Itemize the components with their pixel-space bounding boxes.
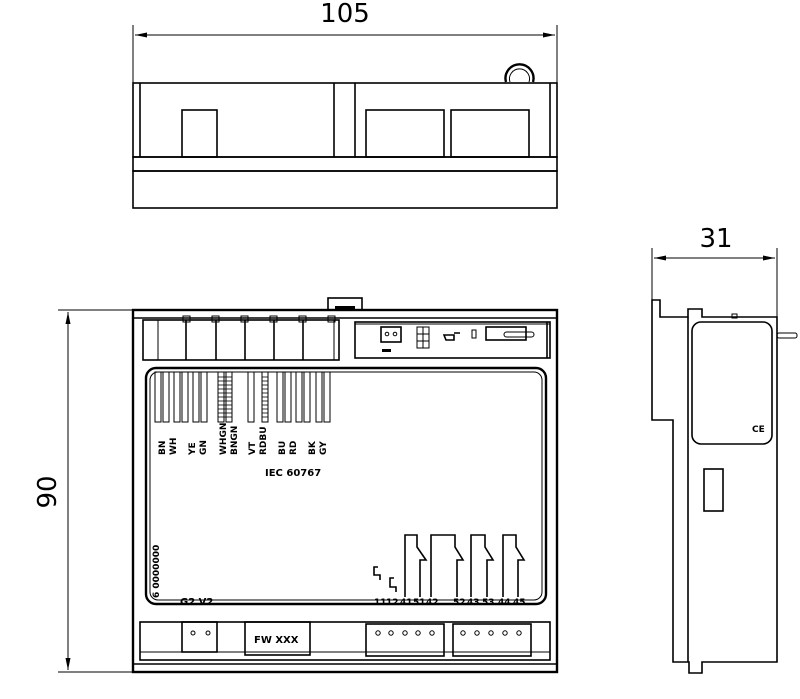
terminal-label: 51 [413,598,426,608]
depth-dimension: 31 [699,224,732,254]
side-view: 31 CE [651,224,798,674]
terminal-label: 41 [400,598,413,608]
wire-label: GN [199,440,209,455]
ce-mark: CE [752,425,765,435]
top-connector-area [354,321,551,359]
wire-label: GY [319,441,329,455]
wire-label: WH [169,438,179,455]
terminal-label: 11 [374,598,387,608]
terminal-label: 42 [426,598,439,608]
standard-label: IEC 60767 [265,468,321,479]
hw-version-label: G2 V2 [180,597,213,608]
wire-strips [154,371,331,423]
wire-label: BNGN [230,426,240,455]
wire-label: RD [289,441,299,455]
wire-label: BK [308,440,318,455]
height-dimension: 90 [33,475,63,508]
width-dimension: 105 [320,0,370,29]
wire-label: WHGN [219,423,229,455]
part-number-label: 6 0000000 [152,545,162,598]
top-terminal-block [142,315,340,361]
terminal-label: 12 [386,598,399,608]
wire-color-labels: BN WH YE GN WHGN BNGN VT RDBU BU RD BK G… [158,423,329,456]
terminal-label: 44 [498,598,511,608]
terminal-label: 53 [482,598,495,608]
bottom-connector-strip: FW XXX [133,621,557,665]
wire-label: YE [188,442,198,456]
terminal-label: 45 [513,598,526,608]
wire-label: VT [248,441,258,455]
terminal-label: 52 [453,598,466,608]
top-view: 105 [132,0,558,209]
wire-label: RDBU [259,426,269,455]
wire-label: BN [158,441,168,455]
terminal-number-labels: 11 12 41 51 42 52 43 53 44 45 [374,598,526,608]
relay-contact-schematic [373,534,526,597]
terminal-label: 43 [467,598,480,608]
front-view: 90 [33,297,559,674]
wire-label: BU [278,441,288,455]
firmware-label: FW XXX [254,635,299,646]
